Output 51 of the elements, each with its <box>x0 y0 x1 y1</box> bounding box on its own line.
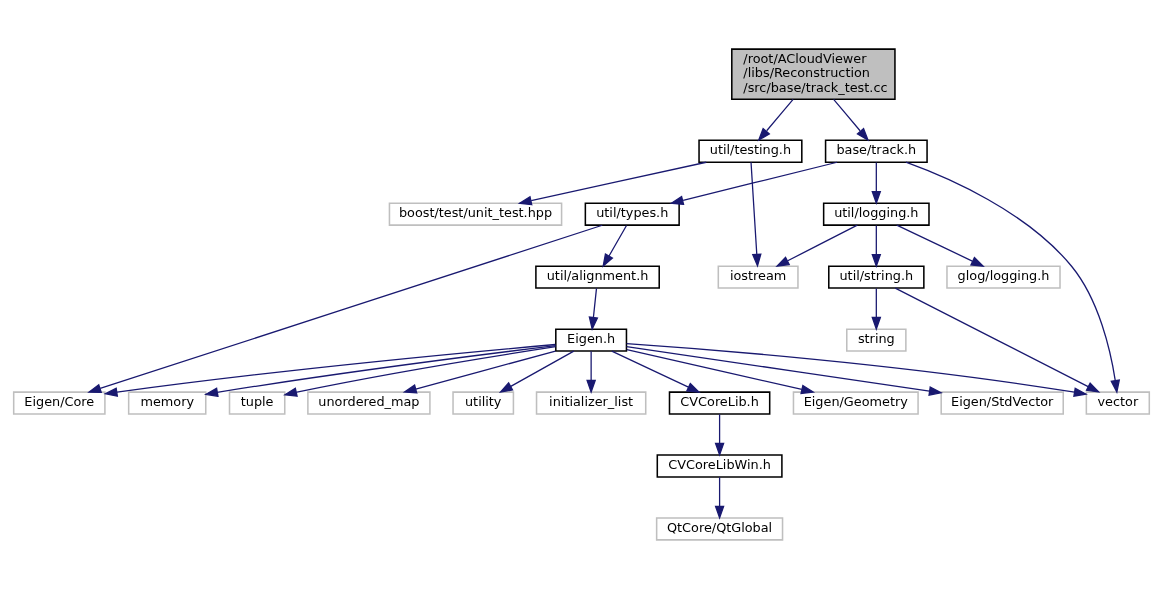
node-box: /root/ACloudViewer /libs/Reconstruction /src/base/track_test.cc <box>731 48 896 100</box>
node-box: CVCoreLibWin.h <box>656 454 783 478</box>
arrow <box>871 224 882 268</box>
node-box: utility <box>452 391 515 415</box>
arrow <box>833 98 870 142</box>
arrow <box>103 343 556 397</box>
node-box: Eigen/Core <box>12 391 106 415</box>
arrow <box>586 350 597 394</box>
arrow <box>894 287 1101 393</box>
node-box: util/logging.h <box>822 202 930 226</box>
node-box: unordered_map <box>307 391 431 415</box>
arrow <box>625 345 943 396</box>
arrow <box>714 476 725 520</box>
arrow <box>611 350 701 393</box>
arrow <box>402 350 557 394</box>
arrow <box>626 348 816 395</box>
arrow <box>204 345 557 398</box>
arrow <box>871 161 882 206</box>
arrow <box>87 224 603 394</box>
node-box: CVCoreLib.h <box>668 391 771 415</box>
node-box: boost/test/unit_test.hpp <box>388 202 563 226</box>
arrow <box>714 413 725 457</box>
arrow <box>871 287 882 331</box>
arrow <box>602 224 628 268</box>
node-box: glog/logging.h <box>946 265 1061 289</box>
arrow <box>896 224 985 268</box>
node-box: string <box>846 328 907 352</box>
arrow <box>625 343 1088 397</box>
node-box: Eigen/StdVector <box>940 391 1064 415</box>
arrow <box>669 161 838 206</box>
node-box: Eigen.h <box>555 328 628 352</box>
node-box: initializer_list <box>535 391 647 415</box>
arrow <box>775 224 858 268</box>
node-box: iostream <box>717 265 799 289</box>
arrow <box>750 161 762 268</box>
arrow <box>498 350 575 394</box>
node-box: QtCore/QtGlobal <box>655 517 784 541</box>
node-box: memory <box>127 391 207 415</box>
node-box: util/alignment.h <box>535 265 660 289</box>
arrow <box>588 287 599 331</box>
arrow <box>905 161 1121 395</box>
arrow <box>517 161 707 206</box>
node-box: util/types.h <box>584 202 680 226</box>
node-box: util/string.h <box>828 265 925 289</box>
node-box: vector <box>1085 391 1151 415</box>
node-box: Eigen/Geometry <box>792 391 919 415</box>
arrow <box>283 346 557 397</box>
node-box: base/track.h <box>824 139 928 163</box>
node-box: tuple <box>228 391 286 415</box>
node-box: util/testing.h <box>698 139 803 163</box>
arrow <box>757 98 794 142</box>
